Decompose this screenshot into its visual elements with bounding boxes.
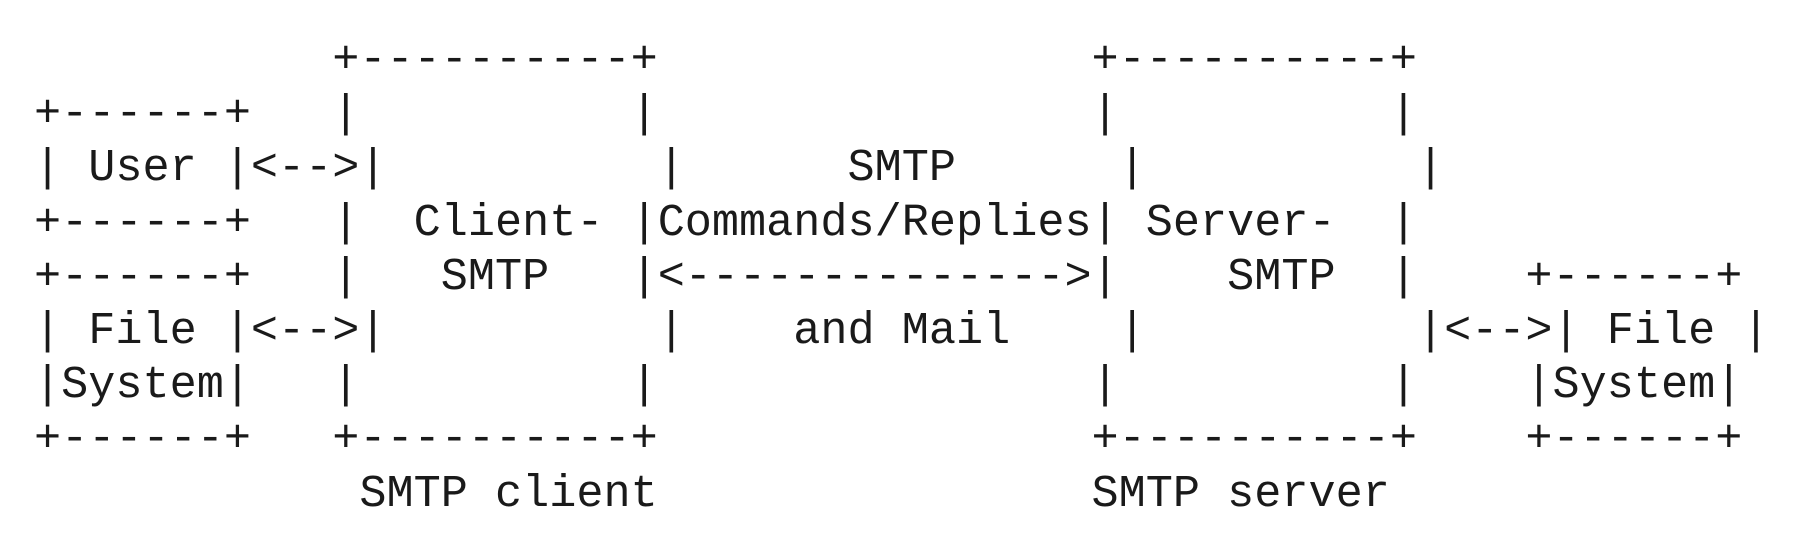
diagram-line-1: +----------+ +----------+ bbox=[34, 34, 1417, 86]
diagram-line-9: SMTP client SMTP server bbox=[34, 467, 1390, 520]
diagram-line-4: +------+ | Client- |Commands/Replies| Se… bbox=[34, 196, 1417, 249]
smtp-model-ascii-diagram: +----------+ +----------++------+ | | | … bbox=[34, 33, 1769, 521]
diagram-line-5: +------+ | SMTP |<-------------->| SMTP … bbox=[34, 250, 1743, 303]
diagram-line-7: |System| | | | | |System| bbox=[34, 359, 1743, 412]
diagram-line-3: | User |<-->| | SMTP | | bbox=[34, 142, 1445, 195]
diagram-line-8: +------+ +----------+ +----------+ +----… bbox=[34, 413, 1743, 466]
diagram-line-6: | File |<-->| | and Mail | |<-->| File | bbox=[34, 304, 1770, 357]
diagram-line-2: +------+ | | | | bbox=[34, 88, 1417, 141]
